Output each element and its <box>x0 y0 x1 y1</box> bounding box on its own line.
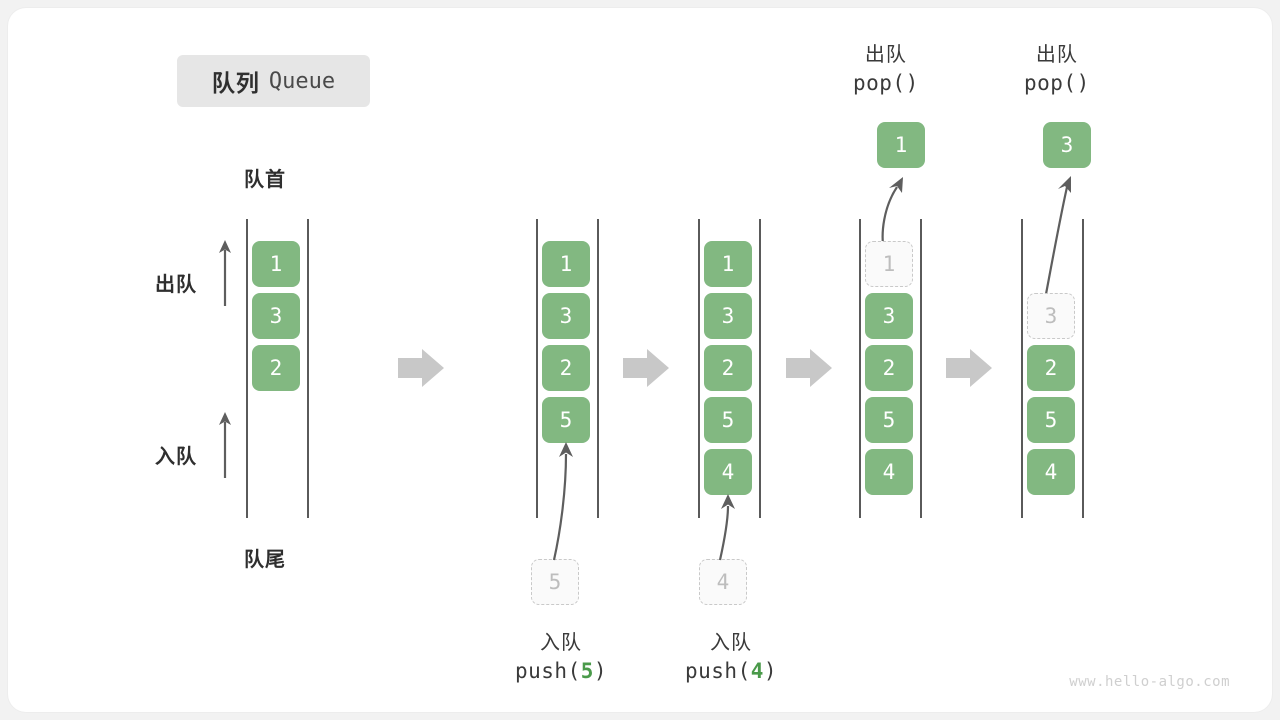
push-5-label-cn: 入队 <box>540 632 583 654</box>
push-motion-arrow-icon <box>552 442 573 561</box>
pop-label-1-cn: 出队 <box>864 44 907 66</box>
queue-element-new: 4 <box>704 449 752 495</box>
head-label: 队首 <box>244 169 286 191</box>
queue-element: 4 <box>1027 449 1075 495</box>
title-english: Queue <box>268 68 336 94</box>
queue-element: 2 <box>542 345 590 391</box>
step-arrow-icon <box>623 349 669 387</box>
queue-element: 5 <box>704 397 752 443</box>
tail-label: 队尾 <box>244 549 286 571</box>
queue-element: 3 <box>542 293 590 339</box>
ghost-element: 3 <box>1027 293 1075 339</box>
queue-element: 4 <box>865 449 913 495</box>
title-chinese: 队列 <box>211 70 260 96</box>
step-arrow-icon <box>786 349 832 387</box>
step-arrow-icon <box>398 349 444 387</box>
pop-motion-arrow-icon <box>1041 176 1071 311</box>
ghost-element: 4 <box>699 559 747 605</box>
push-5-label: 入队 push(5) <box>515 626 607 683</box>
popped-element: 3 <box>1043 122 1091 168</box>
push-4-label-code: push(4) <box>685 659 778 683</box>
queue-element: 1 <box>542 241 590 287</box>
watermark: www.hello-algo.com <box>1069 674 1230 690</box>
queue-element: 2 <box>865 345 913 391</box>
column-1-rail-right <box>307 219 309 518</box>
dequeue-arrow-icon <box>219 240 231 306</box>
title-badge: 队列 Queue <box>177 55 370 107</box>
column-4-rail-right <box>920 219 922 518</box>
push-4-label: 入队 push(4) <box>685 626 777 683</box>
enqueue-arrow-icon <box>219 412 231 478</box>
queue-element: 5 <box>865 397 913 443</box>
column-3-rail-right <box>759 219 761 518</box>
push-motion-arrow-icon <box>718 494 735 561</box>
queue-element: 1 <box>252 241 300 287</box>
step-arrow-icon <box>946 349 992 387</box>
pop-label-2-code: pop() <box>1024 71 1090 95</box>
pop-label-1: 出队 pop() <box>853 38 919 95</box>
queue-element: 3 <box>704 293 752 339</box>
column-1-rail-left <box>246 219 248 518</box>
popped-element: 1 <box>877 122 925 168</box>
pop-label-2: 出队 pop() <box>1024 38 1090 95</box>
queue-element: 2 <box>252 345 300 391</box>
column-5-rail-right <box>1082 219 1084 518</box>
column-2-rail-right <box>597 219 599 518</box>
diagram-card: 队列 Queue 队首 队尾 出队 入队 1 3 2 1 3 2 5 <box>8 8 1272 712</box>
column-4-rail-left <box>859 219 861 518</box>
queue-element-new: 5 <box>542 397 590 443</box>
pop-label-2-cn: 出队 <box>1035 44 1078 66</box>
queue-element: 3 <box>252 293 300 339</box>
column-2-rail-left <box>536 219 538 518</box>
queue-element: 1 <box>704 241 752 287</box>
column-3-rail-left <box>698 219 700 518</box>
push-5-label-code: push(5) <box>515 659 608 683</box>
dequeue-label: 出队 <box>155 274 197 296</box>
queue-element: 3 <box>865 293 913 339</box>
pop-label-1-code: pop() <box>853 71 919 95</box>
ghost-element: 5 <box>531 559 579 605</box>
queue-element: 2 <box>1027 345 1075 391</box>
column-5-rail-left <box>1021 219 1023 518</box>
enqueue-label: 入队 <box>155 446 197 468</box>
queue-element: 2 <box>704 345 752 391</box>
push-4-label-cn: 入队 <box>710 632 753 654</box>
queue-element: 5 <box>1027 397 1075 443</box>
ghost-element: 1 <box>865 241 913 287</box>
